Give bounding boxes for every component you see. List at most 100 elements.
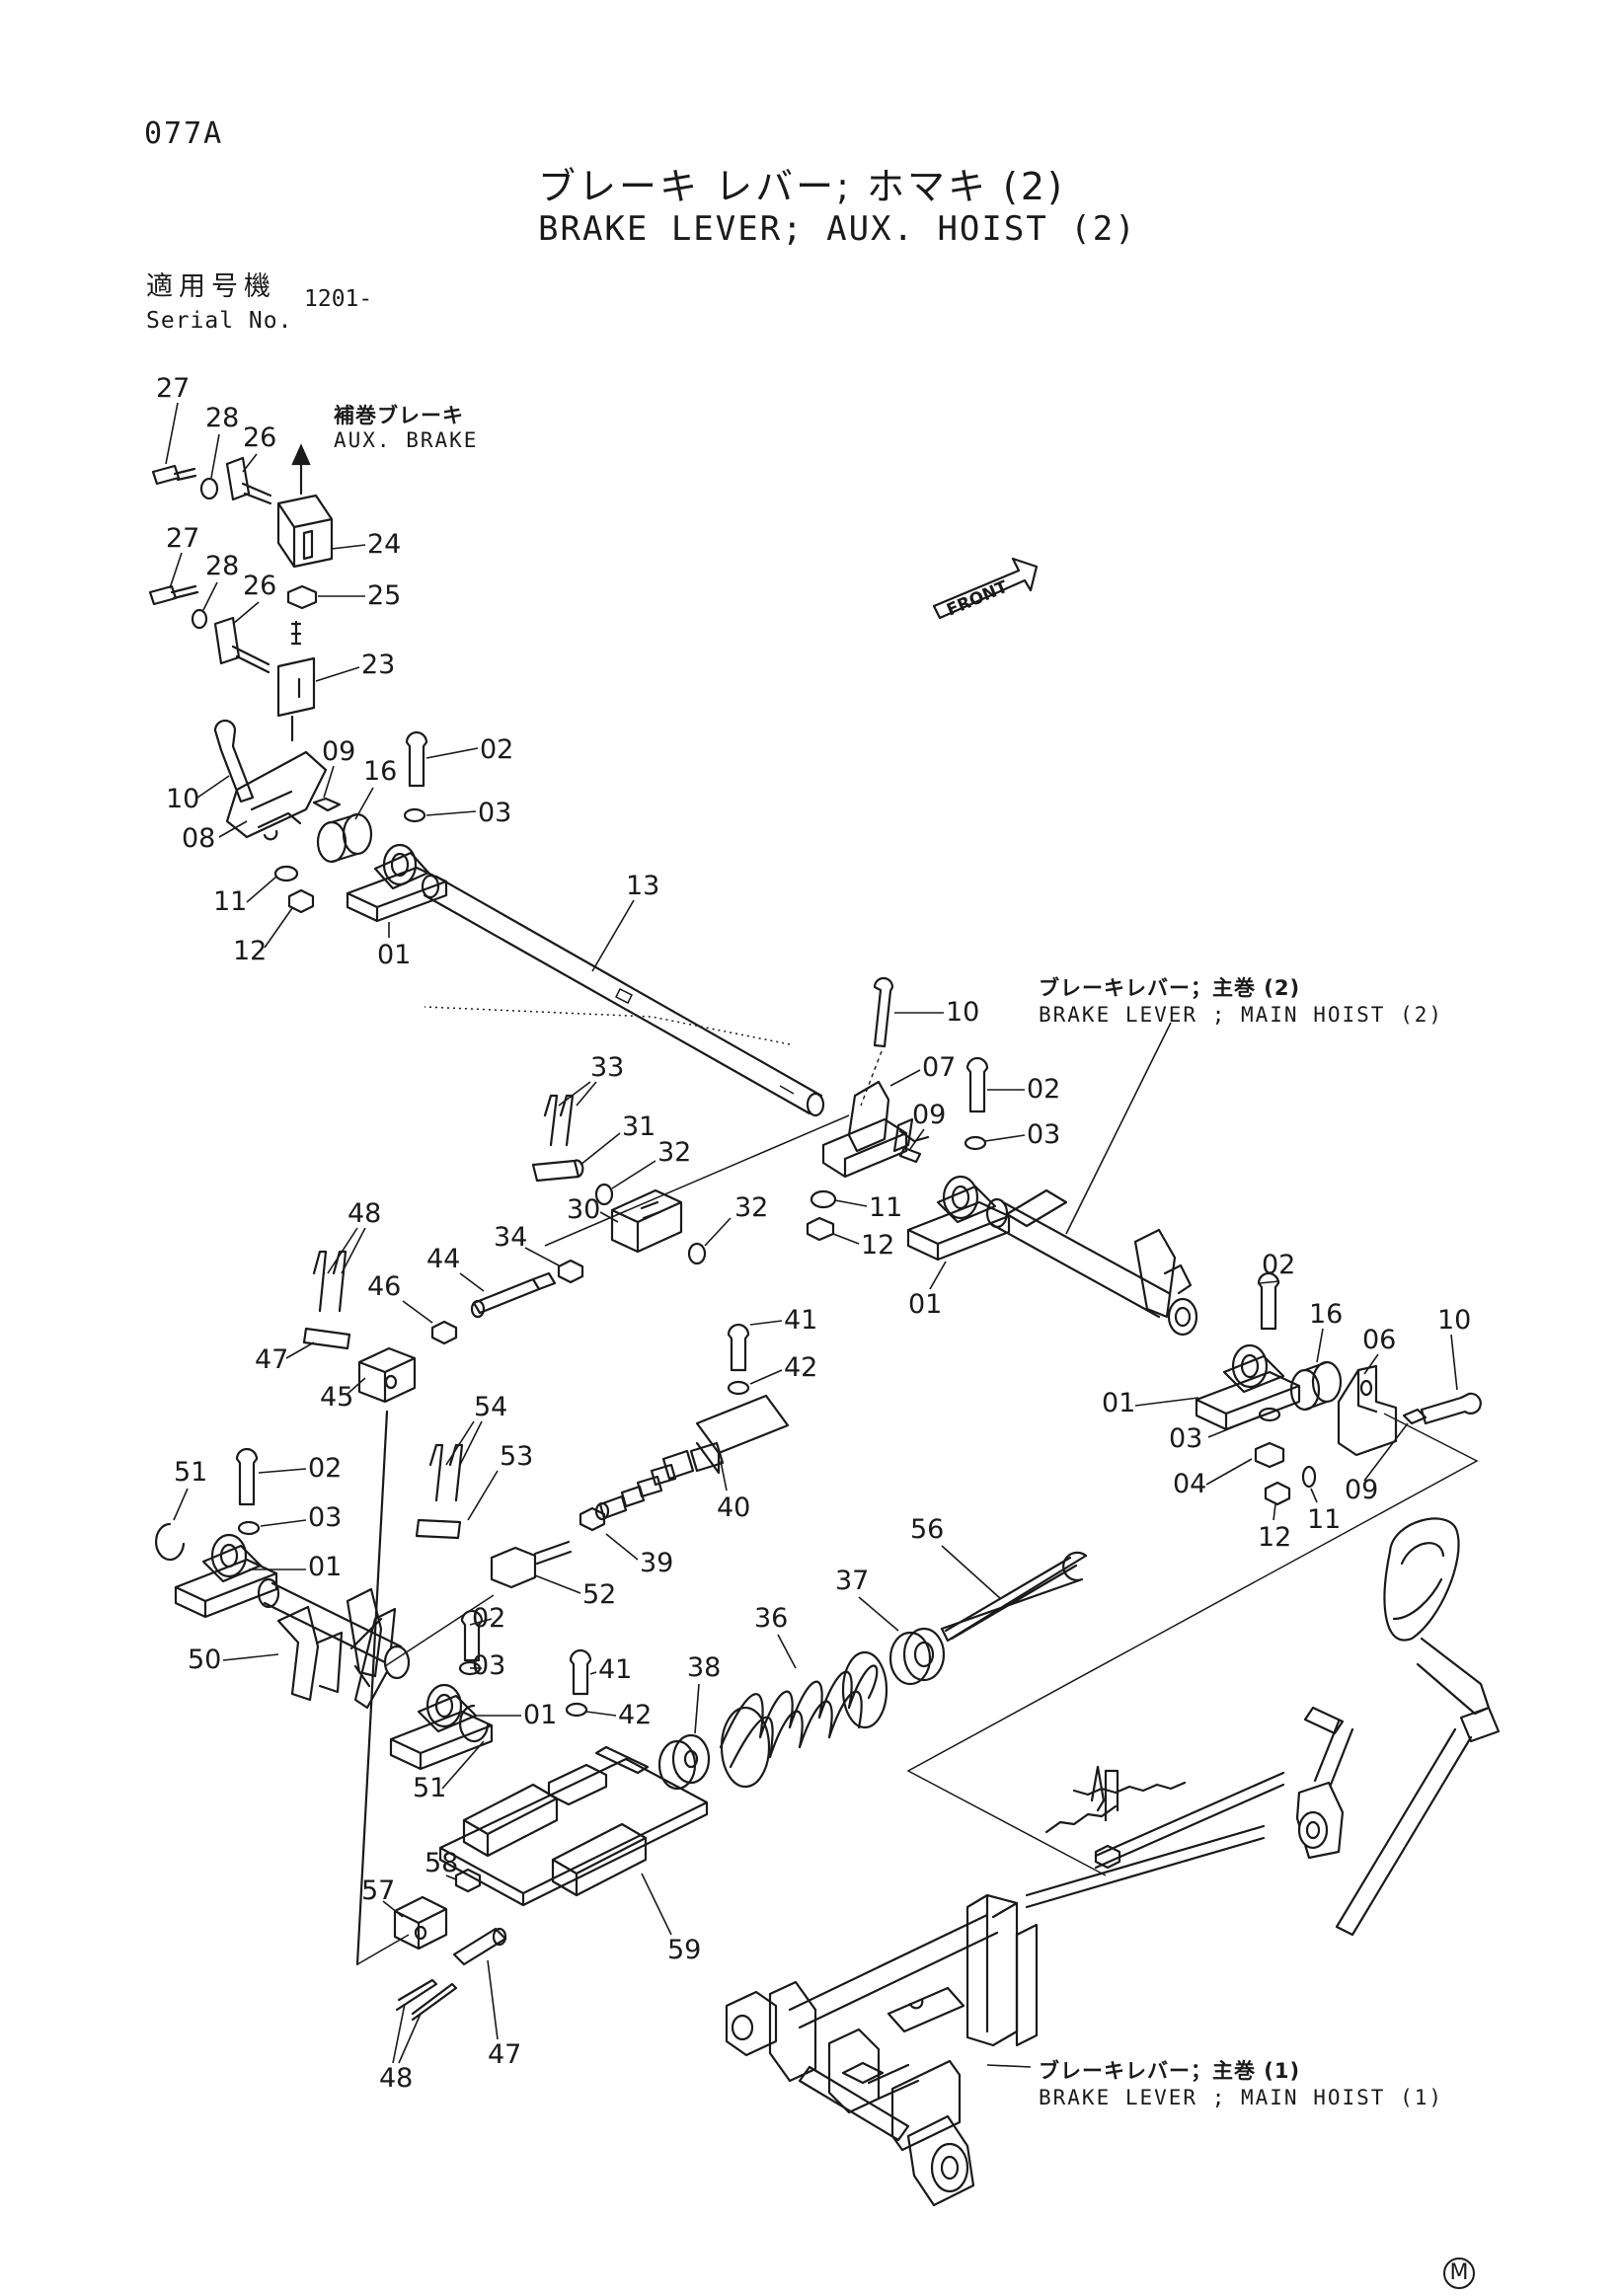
callout: 10 [166,784,199,814]
callout: 01 [523,1700,557,1730]
callout: 56 [910,1514,944,1545]
callout: 07 [922,1052,956,1083]
callout: 32 [734,1192,768,1223]
callout: 16 [363,756,397,787]
callout: 33 [590,1052,624,1083]
callout: 26 [243,422,276,453]
callout: 25 [367,580,401,611]
link-rod-group [302,1094,850,1966]
callout: 36 [754,1603,788,1634]
callout: 02 [308,1453,342,1484]
front-label: FRONT [944,577,1011,621]
serial-value: 1201- [304,286,373,312]
callout: 04 [1173,1469,1206,1499]
right-lever-group [906,1188,1482,1876]
callout: 37 [835,1566,869,1596]
callout: 02 [480,734,513,765]
callout: 52 [582,1579,616,1610]
callout: 39 [640,1548,673,1578]
callout: 12 [233,936,267,966]
callout: 02 [1262,1250,1295,1280]
base-plate-group [356,1648,709,2022]
callout: 09 [322,736,355,767]
callout: 30 [567,1194,600,1225]
callout: 50 [188,1645,221,1675]
callout: 02 [472,1603,505,1634]
callout: 27 [166,523,199,554]
callout: 32 [657,1137,691,1168]
callout: 03 [472,1650,505,1681]
title-japanese: ブレーキ レバー; ホマキ (2) [538,165,1065,208]
callout: 38 [687,1652,721,1683]
title-english: BRAKE LEVER; AUX. HOIST (2) [538,209,1137,249]
callout: 10 [1437,1305,1471,1336]
callout: 12 [1258,1522,1291,1553]
spring-group [657,1551,1088,1791]
callout: 12 [861,1230,894,1261]
callout: 54 [474,1392,507,1422]
callout: 11 [213,886,247,917]
callout: 53 [500,1441,533,1472]
valve-cylinder-40 [579,1323,790,1532]
callout: 09 [1345,1475,1378,1505]
callout: 57 [361,1875,395,1906]
callout: 03 [308,1502,342,1533]
callout: 47 [488,2039,521,2070]
callout: 03 [1027,1119,1060,1150]
callout: 40 [717,1492,750,1523]
front-arrow-icon: FRONT [932,557,1039,621]
callout: 11 [1307,1504,1341,1535]
main-hoist-1-note-en: BRAKE LEVER ; MAIN HOIST (1) [1039,2086,1444,2109]
callout: 24 [367,529,401,560]
callout: 23 [361,650,395,680]
callout: 03 [1169,1423,1202,1454]
callout: 28 [205,551,239,581]
callout: 42 [784,1352,817,1383]
callout: 02 [1027,1074,1060,1105]
callout: 41 [598,1654,632,1685]
main-hoist-2-note-jp: ブレーキレバー；主巻 (2) [1039,976,1301,1000]
callout: 01 [908,1289,942,1320]
page-code: 077A [144,116,224,151]
shaft-13 [421,874,825,1117]
serial-label-english: Serial No. [146,308,293,334]
callout: 01 [377,940,411,970]
callout: 16 [1309,1299,1343,1330]
callout: 31 [622,1111,656,1142]
m-mark: M [1443,2258,1475,2289]
callout: 26 [243,571,276,601]
serial-label-japanese: 適用号機 [146,271,276,302]
callout: 47 [255,1344,288,1375]
callout: 45 [320,1382,353,1413]
leader-lines [986,1022,1172,2068]
callout: 09 [912,1100,946,1130]
callout: 01 [308,1552,342,1582]
callout: 59 [667,1935,701,1965]
callout: 06 [1362,1325,1396,1355]
callout: 34 [494,1222,527,1253]
callout: 41 [784,1305,817,1336]
callout: 58 [424,1848,458,1878]
callout: 10 [946,997,979,1028]
aux-brake-note-en: AUX. BRAKE [334,428,479,452]
callout: 51 [174,1457,207,1488]
main-hoist-1-assembly [725,1517,1501,2207]
callout: 01 [1102,1388,1135,1418]
callout: 46 [367,1271,401,1302]
callout: 13 [626,871,659,901]
aux-brake-linkage [148,443,448,923]
callout: 08 [182,823,215,854]
callout: 44 [426,1244,460,1274]
callout: 27 [156,373,190,404]
aux-brake-note-jp: 補巻ブレーキ [334,404,464,427]
callout: 11 [869,1192,902,1223]
callout: 48 [347,1198,381,1229]
lower-lever-group [154,1443,573,1771]
callout: 48 [379,2063,413,2094]
callout: 28 [205,403,239,433]
callout: 42 [618,1700,652,1730]
callout-numbers: 27 28 26 24 27 28 26 25 23 10 09 16 02 0… [156,373,1471,2094]
callout: 03 [478,798,511,828]
callout: 51 [413,1773,446,1803]
